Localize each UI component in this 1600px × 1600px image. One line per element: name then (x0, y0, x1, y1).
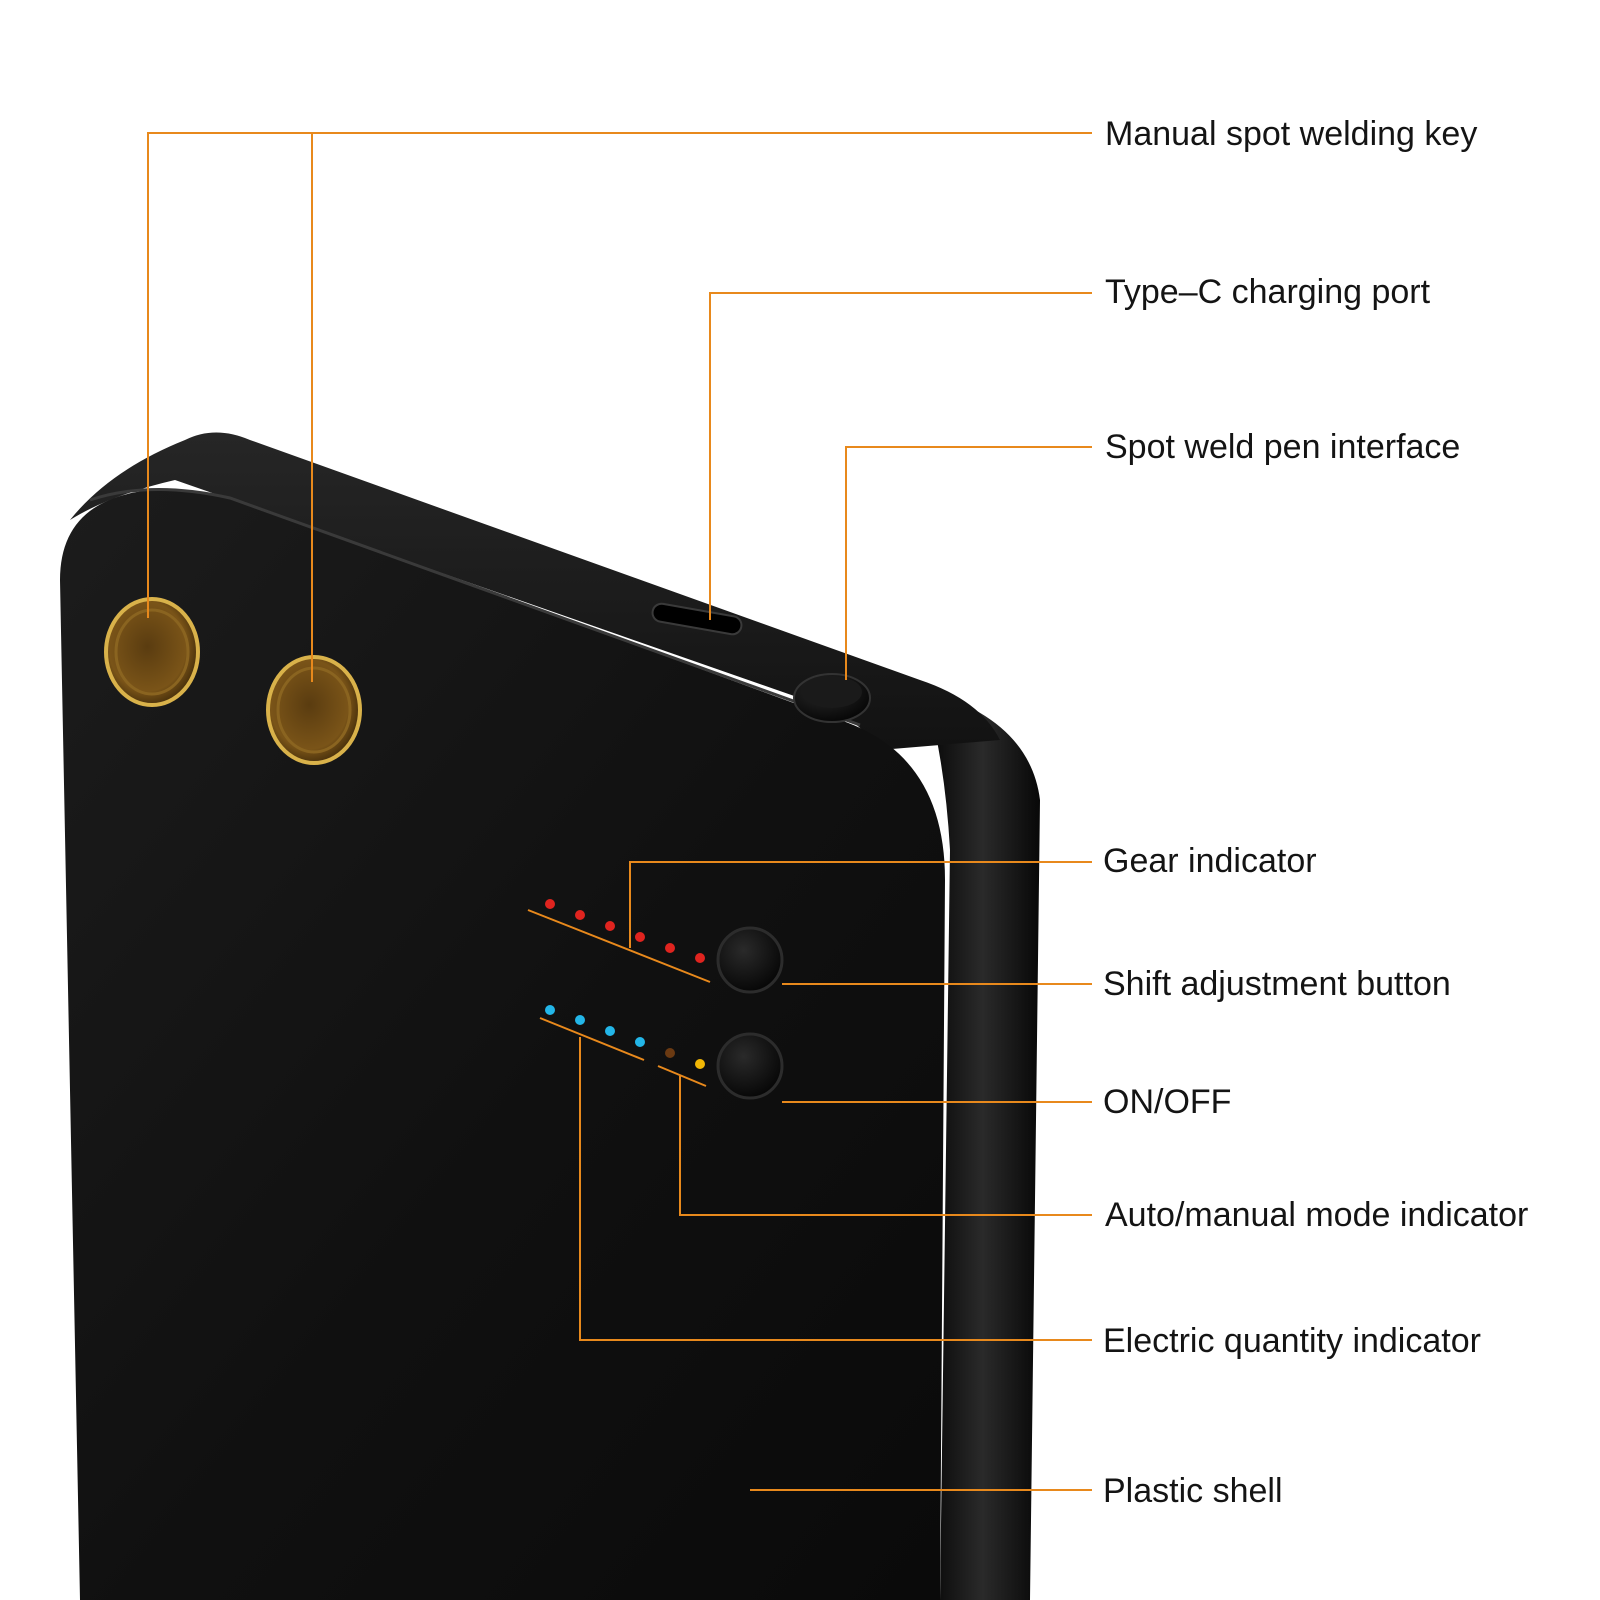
power-led-3 (605, 1026, 615, 1036)
type-c-port (651, 602, 743, 636)
device-side-wall (925, 690, 1040, 1600)
power-led-4 (635, 1037, 645, 1047)
label-gear-indicator: Gear indicator (1103, 842, 1317, 880)
electric-quantity-leds (545, 1005, 645, 1047)
label-auto-manual-mode-indicator: Auto/manual mode indicator (1105, 1196, 1528, 1234)
gear-led-4 (635, 932, 645, 942)
device-front-face (60, 489, 945, 1600)
pen-interface-socket (793, 673, 871, 723)
power-button[interactable] (716, 1032, 784, 1100)
callout-line-electric-quantity-indicator (579, 1037, 1092, 1341)
callout-lines (147, 132, 1092, 1491)
callout-line-manual-spot-welding-key (147, 132, 1092, 618)
shift-button[interactable] (716, 926, 784, 994)
label-spot-weld-pen-interface: Spot weld pen interface (1105, 428, 1460, 466)
device-rim-highlight (89, 488, 861, 727)
mode-led-2 (695, 1059, 705, 1069)
label-plastic-shell: Plastic shell (1103, 1472, 1283, 1510)
mode-indicator-leds (665, 1048, 705, 1069)
callout-line-type-c-charging-port (709, 292, 1092, 620)
callout-line-electric-quantity-bracket (539, 1017, 645, 1061)
gear-led-1 (545, 899, 555, 909)
label-type-c-charging-port: Type–C charging port (1105, 273, 1431, 311)
callout-line-mode-bracket (657, 1065, 707, 1087)
callout-line-auto-manual-mode-indicator (679, 1076, 1092, 1216)
welding-terminal-left (104, 597, 200, 707)
label-on-off: ON/OFF (1103, 1083, 1231, 1121)
label-shift-adjustment-button: Shift adjustment button (1103, 965, 1451, 1003)
callout-line-gear-indicator-bracket (527, 909, 711, 983)
power-led-2 (575, 1015, 585, 1025)
gear-led-6 (695, 953, 705, 963)
welding-terminal-right (266, 655, 362, 765)
gear-indicator-leds (545, 899, 705, 963)
device-top-edge (70, 432, 1000, 750)
callout-labels: Manual spot welding key Type–C charging … (1103, 115, 1528, 1510)
label-manual-spot-welding-key: Manual spot welding key (1105, 115, 1477, 153)
device-body (60, 432, 1040, 1600)
welding-terminals (104, 597, 362, 765)
gear-led-5 (665, 943, 675, 953)
mode-led-1 (665, 1048, 675, 1058)
callout-line-gear-indicator (629, 861, 1092, 948)
callout-line-spot-weld-pen-interface (845, 446, 1092, 680)
power-led-1 (545, 1005, 555, 1015)
label-electric-quantity-indicator: Electric quantity indicator (1103, 1322, 1481, 1360)
gear-led-2 (575, 910, 585, 920)
gear-led-3 (605, 921, 615, 931)
